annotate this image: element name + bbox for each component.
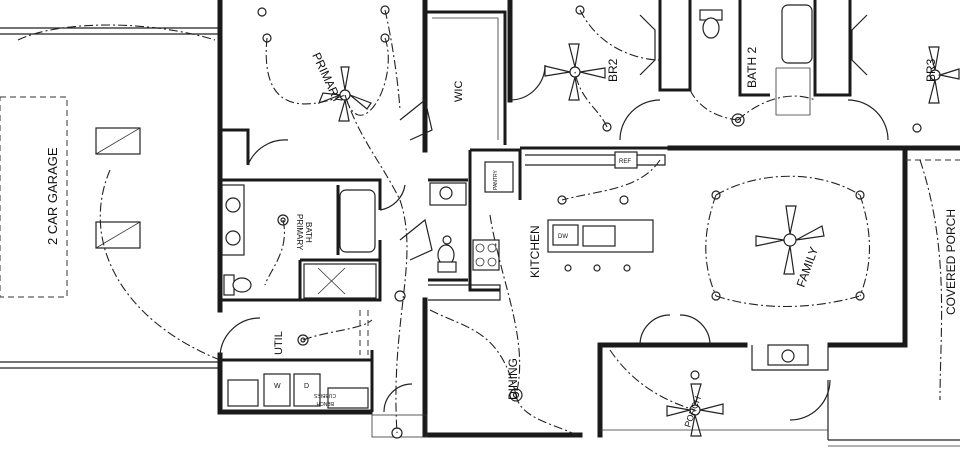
doors [219,14,889,438]
shower [303,263,377,299]
sink-2 [225,230,241,246]
wiring-runs [264,9,943,438]
garage-door-opener-2 [95,221,141,249]
sink-1 [225,197,241,213]
fridge [614,151,638,169]
br2-label: BR2 [606,58,620,82]
hall-bath-fixtures [429,4,813,273]
dishwasher [552,224,579,246]
util-fixtures [227,373,369,409]
dryer [293,373,321,407]
bench-label: BENCH [316,400,334,406]
pantry [484,161,514,193]
wic-label: WIC [453,81,465,102]
bath2-toilet [702,17,720,39]
tub [339,189,376,253]
garage-area [0,24,221,369]
cubbies-bench [327,387,369,409]
ceiling-fan-icon [755,205,825,275]
ceiling-fan-icon [666,383,724,437]
interior-walls [220,0,852,412]
kitchen-fixtures [472,151,809,366]
bath2-label: BATH 2 [745,47,759,88]
ceiling-fans [317,43,960,437]
ref-label: REF [619,159,631,165]
dryer-label: D [304,383,309,390]
util-label: UTIL [273,331,285,355]
hall-sink [439,186,453,200]
room-labels: 2 CAR GARAGE PRIMARY WIC BR2 BATH 2 BR3 … [45,47,958,429]
br3-label: BR3 [924,58,938,82]
primary-bath-label: PRIMARY BATH [295,214,313,252]
garage-door-opener-1 [95,127,141,155]
cubbies-label: CUBBIES [313,392,336,398]
exterior-walls [217,0,960,438]
washer [263,373,291,407]
ceiling-fan-icon [928,46,960,104]
range [472,239,500,271]
primary-bath-line2: BATH [304,222,313,243]
bath2-tub [781,4,813,64]
primary-label: PRIMARY [309,50,345,105]
primary-bath-line1: PRIMARY [295,214,304,251]
family-label: FAMILY [794,245,821,289]
dw-label: DW [558,234,568,240]
pantry-label: PANTRY [493,170,499,190]
washer-label: W [274,383,281,390]
toilet [232,277,252,293]
sink [582,225,616,247]
primary-bath-fixtures [221,184,377,299]
laundry-sink [227,379,259,407]
ceiling-fan-icon [317,66,372,122]
kitchen-label: KITCHEN [528,225,542,278]
porch-edges [600,159,960,447]
garage-label: 2 CAR GARAGE [45,147,60,245]
covered-porch-label: COVERED PORCH [944,209,958,315]
dining-label: DINING [506,358,520,400]
